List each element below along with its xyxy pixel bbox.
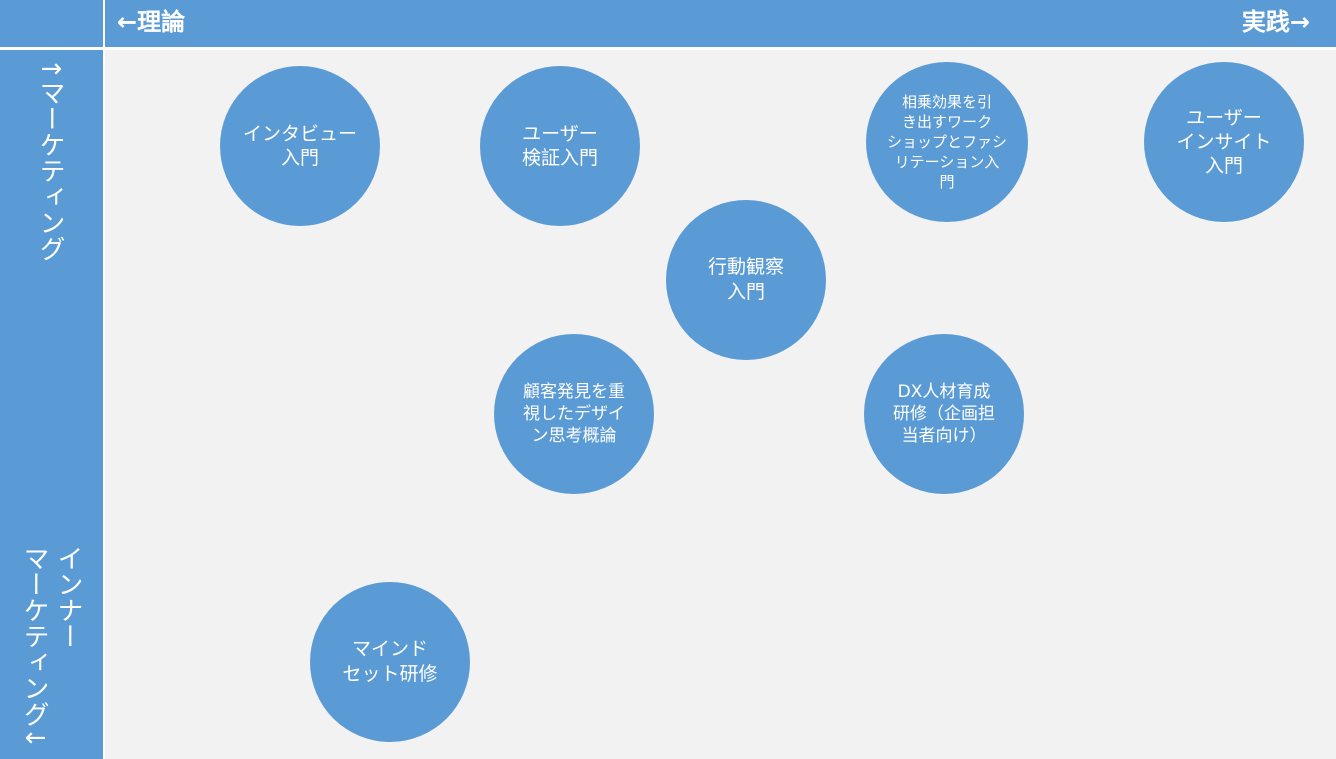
y-axis-bar: ↑マーケティング インナー マーケティング↓ [0, 50, 103, 759]
node-user-insight: ユーザー インサイト 入門 [1144, 62, 1304, 222]
node-label: インタビュー 入門 [242, 123, 357, 169]
x-axis-theory-label: ←理論 [117, 8, 186, 36]
node-user-validation: ユーザー 検証入門 [480, 66, 640, 226]
node-label: マインド セット研修 [342, 638, 438, 685]
node-interview: インタビュー 入門 [220, 66, 380, 226]
corner-block [0, 0, 103, 47]
node-label: 相乗効果を引 き出すワーク ショップとファシ リテーション入 門 [886, 93, 1007, 191]
node-label: ユーザー インサイト 入門 [1176, 107, 1272, 177]
node-workshop: 相乗効果を引 き出すワーク ショップとファシ リテーション入 門 [866, 62, 1028, 222]
x-axis-bar: ←理論 実践→ [105, 0, 1336, 47]
node-label: DX人材育成 研修（企画担 当者向け） [893, 382, 995, 446]
node-label: ユーザー 検証入門 [521, 123, 598, 169]
node-label: 顧客発見を重 視したデザイ ン思考概論 [523, 382, 625, 446]
x-axis-practice-label: 実践→ [1241, 8, 1310, 36]
node-label: 行動観察 入門 [707, 256, 784, 303]
y-axis-inner-marketing-label: インナー マーケティング↓ [19, 545, 83, 749]
node-dx-training: DX人材育成 研修（企画担 当者向け） [864, 334, 1024, 494]
y-axis-marketing-label: ↑マーケティング [35, 58, 65, 262]
node-behavior-observation: 行動観察 入門 [666, 200, 826, 360]
node-mindset: マインド セット研修 [310, 582, 470, 742]
map-canvas: インタビュー 入門 ユーザー 検証入門 相乗効果を引 き出すワーク ショップとフ… [105, 50, 1336, 759]
node-design-thinking: 顧客発見を重 視したデザイ ン思考概論 [494, 334, 654, 494]
